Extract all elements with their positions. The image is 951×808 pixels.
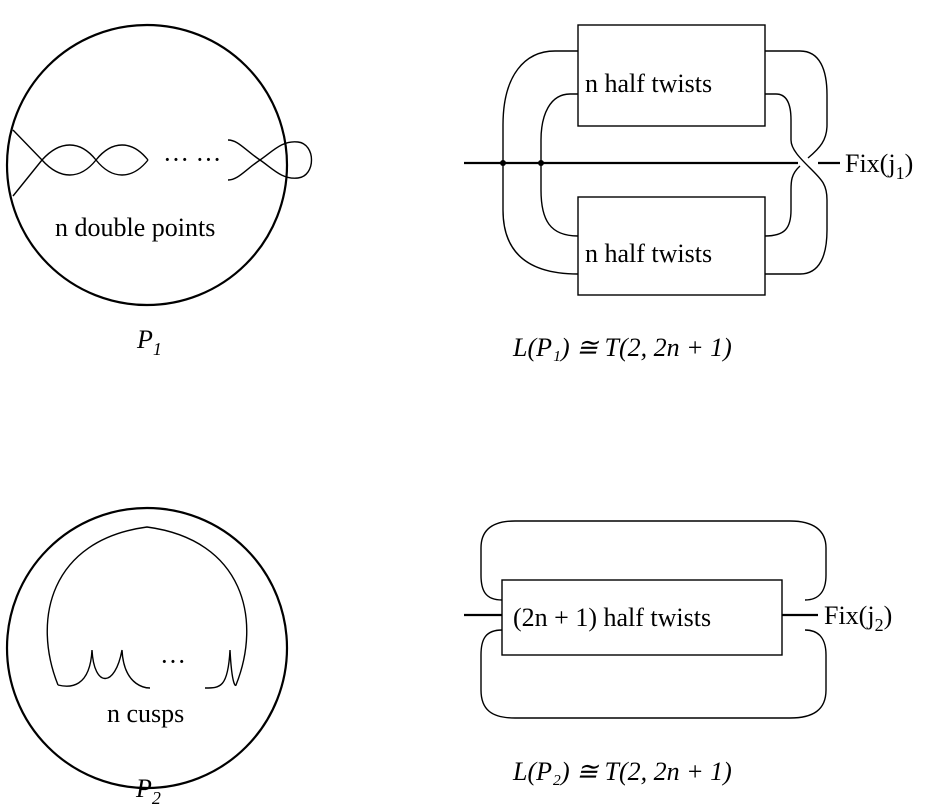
l1-box-bottom xyxy=(577,196,766,296)
l1-outer-strand xyxy=(502,50,579,275)
l1-box-bottom-label: n half twists xyxy=(585,239,712,268)
l2-caption: L(P₂) ≅ T(2, 2n + 1) xyxy=(512,757,732,786)
p1-double-points-label: n double points xyxy=(55,213,215,242)
l2-box xyxy=(501,579,783,656)
l1-right-strands xyxy=(764,50,828,275)
p2-dots: ··· xyxy=(160,647,186,676)
p1-disk-boundary xyxy=(5,23,289,307)
l2-fix-label: Fix(j2) xyxy=(824,601,892,635)
l2-diagram: (2n + 1) half twists Fix(j2) L(P₂) ≅ T(2… xyxy=(464,520,892,786)
l1-crossing-dot-2 xyxy=(538,160,544,166)
l1-caption: L(P₁) ≅ T(2, 2n + 1) xyxy=(512,333,732,362)
p1-name: P1 xyxy=(136,325,162,359)
p2-name: P2 xyxy=(135,774,161,808)
p1-curve xyxy=(12,129,149,197)
l2-box-label: (2n + 1) half twists xyxy=(513,603,711,632)
p2-diagram: ··· n cusps P2 xyxy=(5,506,289,808)
l2-lower-loop xyxy=(480,629,827,719)
p2-cusped-curve xyxy=(46,526,248,689)
l1-box-top-label: n half twists xyxy=(585,69,712,98)
l2-upper-loop xyxy=(480,520,827,601)
l1-diagram: n half twists n half twists Fix(j1) L(P₁… xyxy=(464,24,913,362)
p1-curve-right xyxy=(227,139,313,181)
p2-disk-boundary xyxy=(5,506,289,790)
p1-diagram: ··· ··· n double points P1 xyxy=(5,23,313,359)
l1-fix-label: Fix(j1) xyxy=(845,149,913,183)
l1-crossing-dot-1 xyxy=(500,160,506,166)
l1-inner-strand xyxy=(540,93,579,237)
p2-cusps-label: n cusps xyxy=(107,699,184,728)
p1-dots: ··· ··· xyxy=(163,145,221,174)
l1-box-top xyxy=(577,24,766,127)
